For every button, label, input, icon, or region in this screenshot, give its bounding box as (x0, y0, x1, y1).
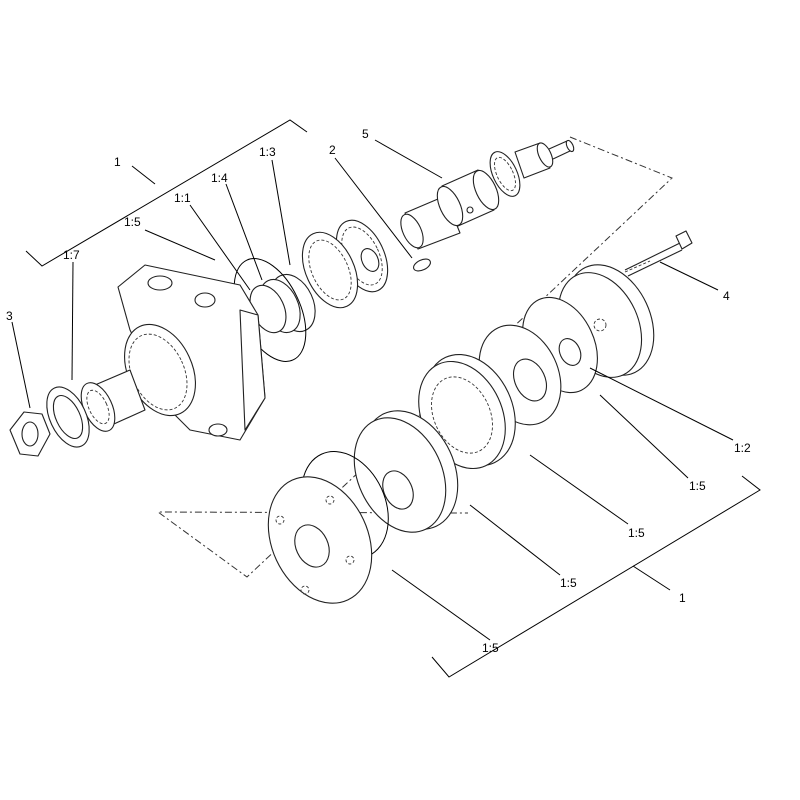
leader-1-top (131, 165, 156, 185)
top-group-bracket (25, 119, 308, 267)
callout-5: 5 (362, 127, 369, 141)
shaft-assembly (400, 139, 575, 250)
callout-1-bottom: 1 (679, 591, 686, 605)
leader-1-1 (189, 204, 251, 291)
gear-set (301, 219, 389, 309)
leader-1-7 (71, 261, 74, 381)
bottom-group-bracket (431, 475, 761, 678)
callout-4: 4 (723, 289, 730, 303)
leader-1-2 (589, 367, 734, 441)
leader-1-4 (225, 183, 263, 281)
leader-1-5-c (469, 504, 561, 576)
callout-1-1: 1:1 (174, 191, 191, 205)
rotor-gerotor (353, 410, 459, 533)
leader-1-bottom (632, 565, 671, 591)
leader-5 (374, 139, 443, 179)
leader-1-5-d (391, 569, 491, 641)
callout-3: 3 (6, 309, 13, 323)
callout-1-5-left: 1:5 (124, 215, 141, 229)
callout-1-5-d: 1:5 (482, 641, 499, 655)
callout-1-4: 1:4 (211, 171, 228, 185)
callout-1-2: 1:2 (734, 441, 751, 455)
valve-plate (418, 353, 516, 470)
leader-3 (11, 321, 31, 409)
callout-1-5-a: 1:5 (689, 479, 706, 493)
callout-1-7: 1:7 (63, 248, 80, 262)
callout-1-top: 1 (114, 155, 121, 169)
key-part (413, 258, 431, 272)
front-plate (267, 476, 373, 604)
bolt (624, 230, 693, 277)
callout-2: 2 (329, 143, 336, 157)
callout-1-5-b: 1:5 (628, 526, 645, 540)
leader-1-5-left (144, 229, 216, 261)
leader-4 (659, 261, 719, 291)
hex-nut (9, 411, 51, 457)
leader-2 (334, 157, 413, 259)
callout-1-3: 1:3 (259, 145, 276, 159)
leader-1-5-a (599, 394, 689, 479)
callout-1-5-c: 1:5 (560, 576, 577, 590)
leader-1-3 (271, 159, 291, 266)
motor-housing (80, 264, 266, 441)
shaft-seal (46, 386, 90, 448)
leader-1-5-b (529, 454, 629, 525)
assembly-centerline (156, 136, 673, 578)
